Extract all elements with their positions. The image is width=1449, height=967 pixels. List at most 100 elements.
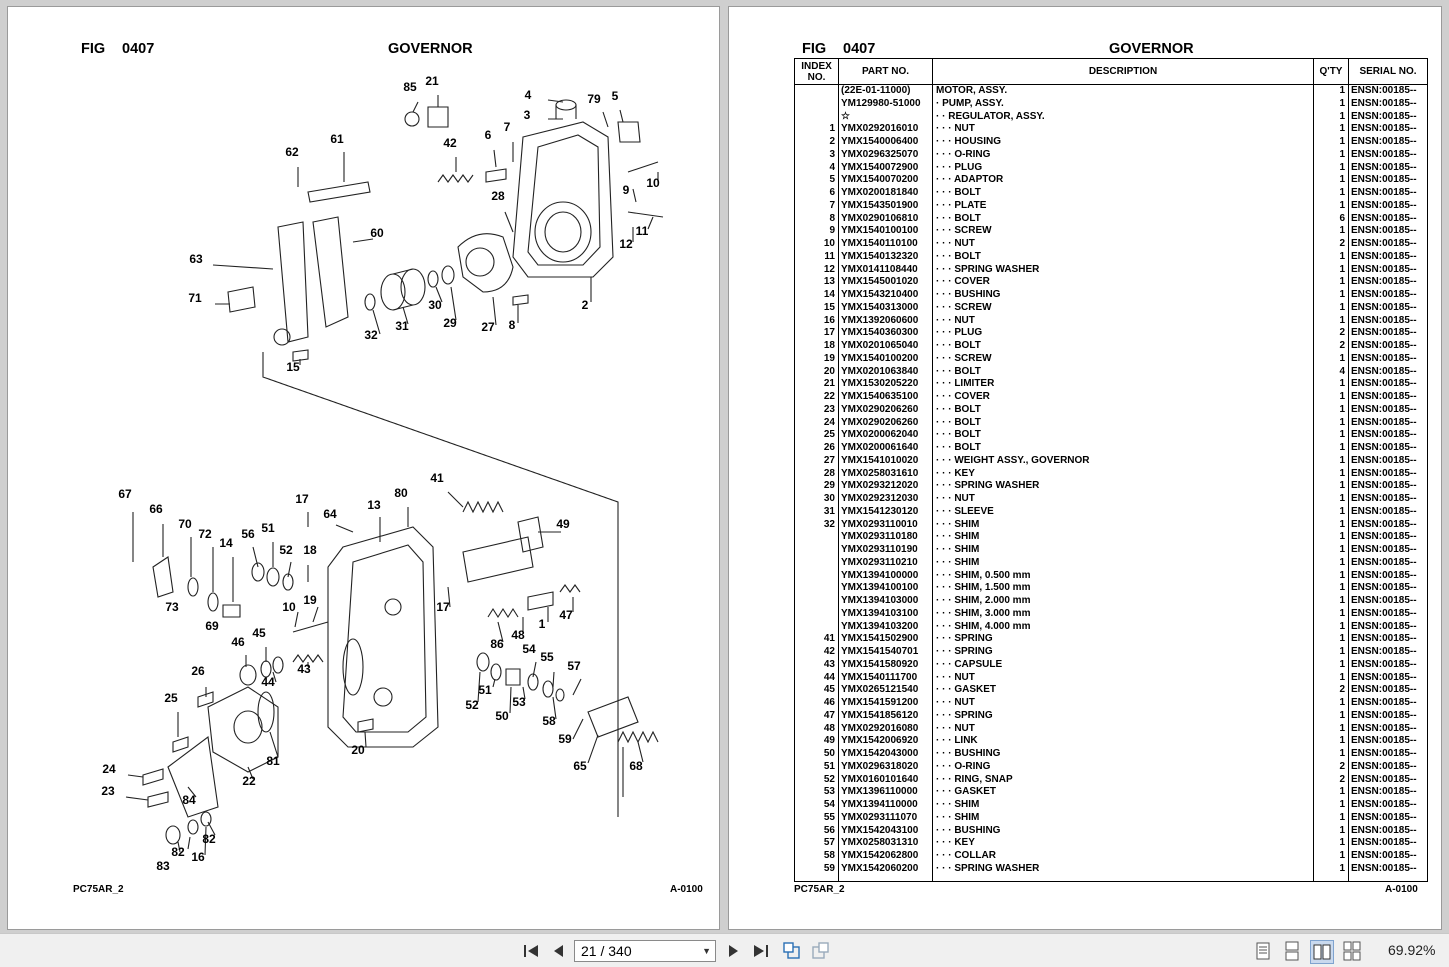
- quantity-cell: 1: [1313, 225, 1349, 238]
- footer-model: PC75AR_2: [794, 884, 845, 895]
- description-cell: · · · SHIM: [932, 799, 1314, 812]
- column-header-qty: Q'TY: [1313, 58, 1349, 85]
- chevron-down-icon[interactable]: ▼: [702, 946, 711, 956]
- parts-table: INDEX NO. PART NO. DESCRIPTION Q'TY SERI…: [794, 58, 1428, 882]
- callout: 44: [261, 675, 275, 689]
- description-cell: · · · BOLT: [932, 340, 1314, 353]
- page-number-input[interactable]: 21 / 340 ▼: [574, 940, 716, 962]
- callout: 55: [540, 650, 554, 664]
- quantity-cell: 1: [1313, 442, 1349, 455]
- index-cell: 46: [794, 697, 839, 710]
- quantity-cell: 1: [1313, 735, 1349, 748]
- go-back-view-icon[interactable]: [781, 940, 803, 962]
- callout: 81: [266, 754, 280, 768]
- serial-number-cell: ENSN:00185--: [1348, 161, 1428, 175]
- serial-number-cell: ENSN:00185--: [1348, 862, 1428, 882]
- description-cell: · · · SHIM, 1.500 mm: [932, 582, 1314, 595]
- last-page-icon[interactable]: [750, 940, 772, 962]
- serial-number-cell: ENSN:00185--: [1348, 212, 1428, 226]
- serial-number-cell: ENSN:00185--: [1348, 467, 1428, 481]
- part-number-cell: YMX1545001020: [838, 276, 933, 289]
- index-cell: 4: [794, 161, 839, 175]
- quantity-cell: 1: [1313, 722, 1349, 736]
- part-number-cell: YMX1540110100: [838, 238, 933, 251]
- index-cell: [794, 97, 839, 111]
- part-number-cell: YM129980-51000: [838, 97, 933, 111]
- part-number-cell: YMX1394100100: [838, 582, 933, 595]
- part-number-cell: YMX0160101640: [838, 773, 933, 787]
- callout: 11: [635, 224, 649, 238]
- quantity-cell: 1: [1313, 276, 1349, 289]
- callout: 12: [619, 237, 633, 251]
- callout: 19: [303, 593, 317, 607]
- quantity-cell: 1: [1313, 289, 1349, 302]
- index-cell: 24: [794, 416, 839, 430]
- description-cell: · · · KEY: [932, 467, 1314, 481]
- quantity-cell: 1: [1313, 467, 1349, 481]
- serial-number-cell: ENSN:00185--: [1348, 544, 1428, 557]
- callout: 86: [490, 637, 504, 651]
- description-cell: · · · KEY: [932, 837, 1314, 850]
- cover-part: [327, 526, 439, 748]
- description-cell: · · · BUSHING: [932, 748, 1314, 761]
- next-page-icon[interactable]: [722, 940, 744, 962]
- go-forward-view-icon[interactable]: [810, 940, 832, 962]
- serial-number-cell: ENSN:00185--: [1348, 365, 1428, 379]
- quantity-cell: 1: [1313, 505, 1349, 519]
- callout: 46: [231, 635, 245, 649]
- continuous-view-icon[interactable]: [1281, 940, 1303, 962]
- quantity-cell: 1: [1313, 671, 1349, 685]
- part-number-cell: YMX1540635100: [838, 391, 933, 404]
- index-cell: 17: [794, 327, 839, 340]
- callout: 4: [524, 88, 532, 102]
- previous-page-icon[interactable]: [547, 940, 569, 962]
- quantity-cell: 1: [1313, 862, 1349, 882]
- quantity-cell: 1: [1313, 97, 1349, 111]
- callout: 65: [573, 759, 587, 773]
- part-number-cell: YMX1542060200: [838, 862, 933, 882]
- part-number-cell: YMX0293212020: [838, 480, 933, 493]
- serial-number-cell: ENSN:00185--: [1348, 837, 1428, 850]
- part-number-cell: YMX1540006400: [838, 136, 933, 149]
- index-cell: 44: [794, 671, 839, 685]
- part-number-cell: YMX1543501900: [838, 199, 933, 213]
- single-page-view-icon[interactable]: [1252, 940, 1274, 962]
- callout: 57: [567, 659, 581, 673]
- callout: 41: [430, 471, 444, 485]
- callout: 25: [164, 691, 178, 705]
- index-cell: 43: [794, 658, 839, 672]
- serial-number-cell: ENSN:00185--: [1348, 301, 1428, 315]
- callout: 32: [364, 328, 378, 342]
- serial-number-cell: ENSN:00185--: [1348, 238, 1428, 251]
- description-cell: · · · NUT: [932, 314, 1314, 328]
- zoom-level[interactable]: 69.92%: [1388, 942, 1436, 958]
- serial-number-cell: ENSN:00185--: [1348, 658, 1428, 672]
- footer-model: PC75AR_2: [73, 884, 124, 895]
- serial-number-cell: ENSN:00185--: [1348, 136, 1428, 149]
- part-number-cell: YMX1542043100: [838, 824, 933, 838]
- continuous-two-page-view-icon[interactable]: [1341, 940, 1363, 962]
- two-page-view-icon[interactable]: [1310, 940, 1334, 964]
- description-cell: · · · SPRING: [932, 633, 1314, 646]
- part-number-cell: YMX0292312030: [838, 493, 933, 506]
- part-number-cell: YMX0290206260: [838, 416, 933, 430]
- callout: 27: [481, 320, 495, 334]
- serial-number-cell: ENSN:00185--: [1348, 187, 1428, 200]
- viewer-toolbar: 21 / 340 ▼ 69.92%: [0, 933, 1449, 967]
- index-cell: 13: [794, 276, 839, 289]
- index-cell: 53: [794, 786, 839, 799]
- quantity-cell: 1: [1313, 480, 1349, 493]
- callout: 18: [303, 543, 317, 557]
- first-page-icon[interactable]: [520, 940, 542, 962]
- quantity-cell: 1: [1313, 454, 1349, 468]
